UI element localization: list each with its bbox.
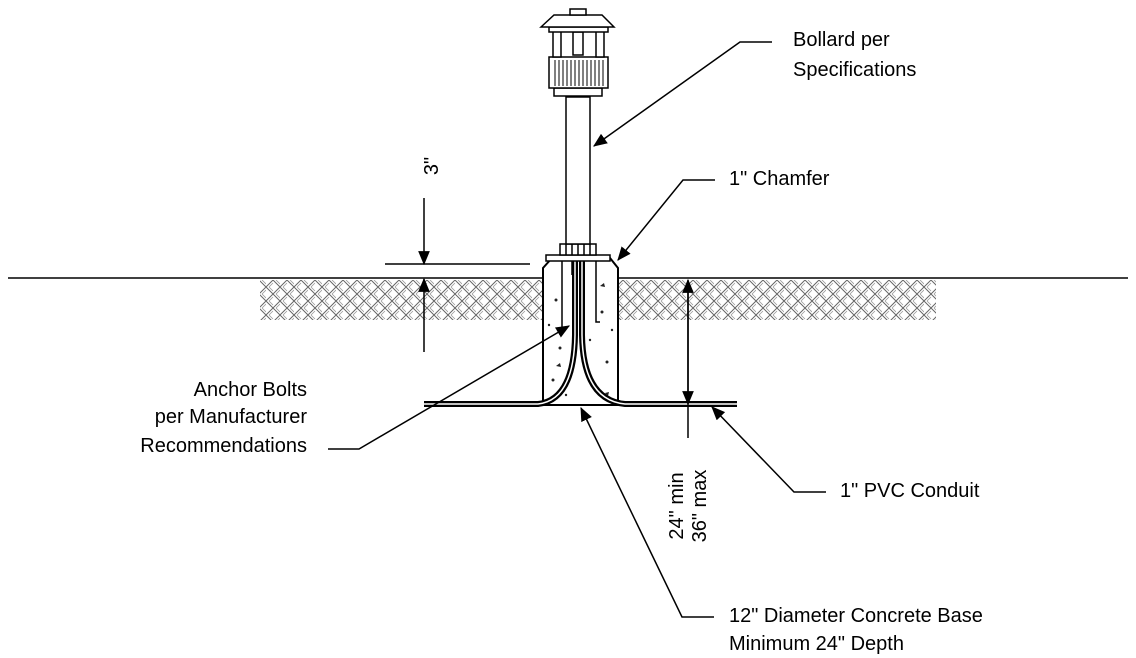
dimension-3in-label: 3" [421, 157, 443, 175]
dimension-3in [385, 198, 530, 352]
leader-conduit [711, 406, 826, 493]
callout-anchor-line1: Anchor Bolts [194, 379, 307, 401]
callout-anchor-line3: Recommendations [140, 435, 307, 457]
leader-concrete-base [580, 406, 714, 618]
callout-conduit: 1" PVC Conduit [840, 480, 980, 502]
bollard-shaft [565, 96, 591, 245]
dimension-depth-min: 24" min [666, 472, 688, 539]
bollard-head [539, 8, 616, 97]
leader-bollard [593, 41, 772, 147]
callout-base-line1: 12" Diameter Concrete Base [729, 605, 983, 627]
dimension-depth-max: 36" max [689, 470, 711, 543]
callout-bollard-line1: Bollard per [793, 29, 890, 51]
pvc-conduit [424, 256, 737, 407]
callout-anchor-line2: per Manufacturer [155, 406, 308, 428]
callout-base-line2: Minimum 24" Depth [729, 633, 904, 655]
callout-chamfer: 1" Chamfer [729, 168, 830, 190]
callout-bollard-line2: Specifications [793, 59, 916, 81]
leader-chamfer [617, 179, 715, 261]
soil-hatch [260, 280, 936, 320]
bollard-base-plate [545, 243, 611, 262]
leader-anchor-bolts [328, 325, 571, 450]
